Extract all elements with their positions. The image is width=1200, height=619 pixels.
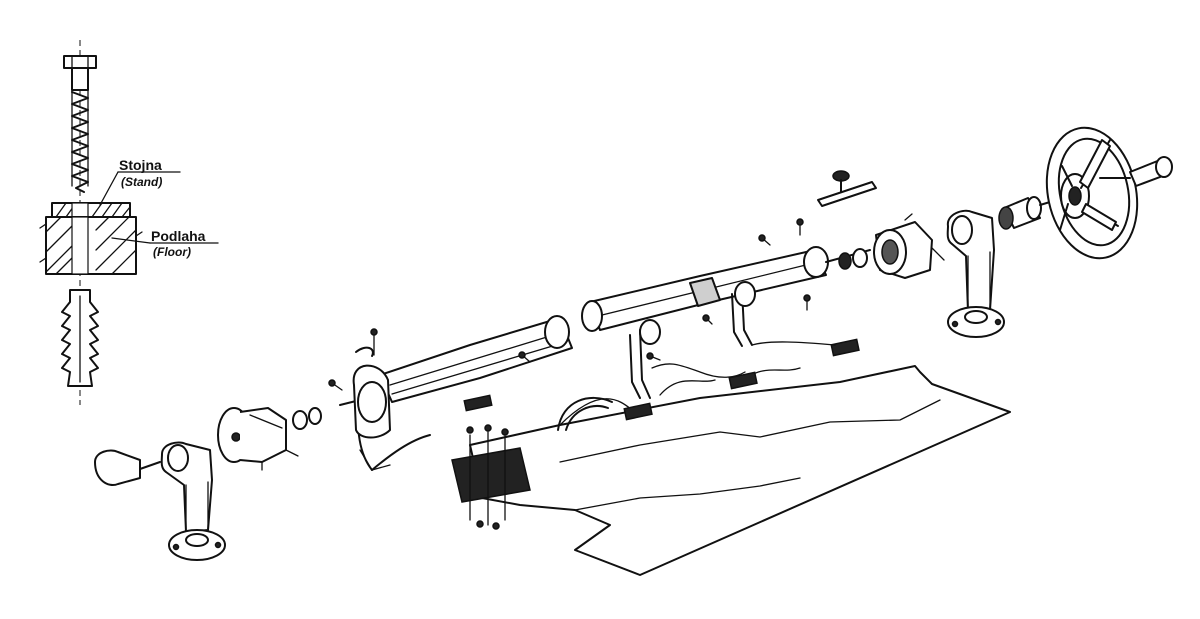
screws [328,218,811,391]
sheet-edge-loops [557,281,756,431]
stand-plate [51,202,131,218]
floor-block [39,216,143,275]
roller-tube [339,246,871,471]
stand-right [946,209,1005,338]
stand-label-en: (Stand) [121,175,162,189]
screw-bolt-icon [63,55,97,193]
floor-label-en: (Floor) [153,245,191,259]
end-drum-left [217,407,299,471]
buckle-plate [451,424,531,530]
left-end-parts [94,407,322,561]
washer-icon [292,410,308,430]
end-drum-right [873,213,945,279]
stand-label: Stojna [119,157,162,173]
pool-cover-sheet [469,365,1011,576]
stand-left [160,441,226,561]
cover-straps [463,289,860,421]
wall-plug-icon [61,289,99,387]
tube-end-bracket-left [352,364,391,471]
mounting-detail: Stojna (Stand) Podlaha (Floor) [39,40,219,405]
hand-wheel-icon [1045,126,1173,260]
floor-label: Podlaha [151,228,206,244]
bushing-icon [998,196,1042,230]
locking-pin-icon [817,170,877,207]
stand-leader-line [99,171,119,206]
end-plug-icon [94,449,141,486]
right-end-parts [817,170,1061,338]
washer-icon [308,407,322,425]
floor-leader-line [111,237,151,244]
